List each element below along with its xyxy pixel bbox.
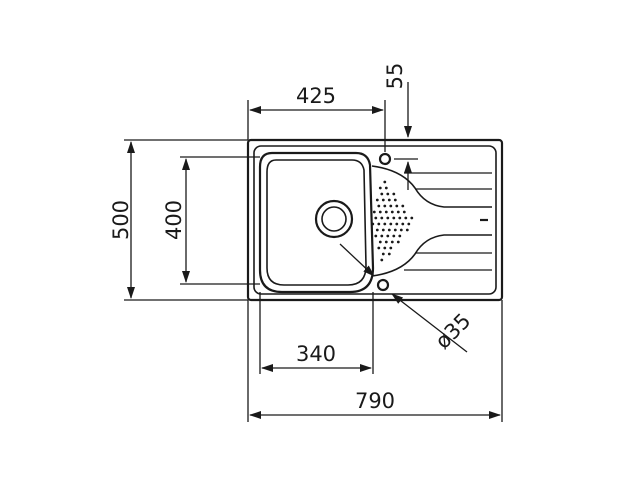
perforation-dot (407, 222, 411, 226)
overflow-hole (376, 278, 390, 292)
perforation-dot (393, 228, 397, 232)
tap-position-label: 425 (296, 84, 336, 108)
perforation-dot (393, 198, 397, 202)
perforation-dot (378, 186, 382, 190)
perforation-dot (389, 204, 393, 208)
hole-diameter-label: ø35 (431, 309, 476, 354)
bowl-depth-label: 400 (162, 200, 186, 240)
perforation-dot (378, 210, 382, 214)
perforation-dot (381, 198, 385, 202)
perforation-dot (377, 204, 381, 208)
dimension-tap-position: 425 (247, 84, 386, 152)
perforation-dot (396, 240, 400, 244)
perforation-dot (374, 234, 378, 238)
perforation-dot (375, 198, 379, 202)
perforation-dot (404, 216, 408, 220)
perforation-dot (380, 258, 384, 262)
perforation-dot (380, 192, 384, 196)
dimension-overall-depth: 500 (109, 139, 248, 301)
perforation-dot (372, 210, 376, 214)
perforation-dot (387, 228, 391, 232)
perforation-dot (405, 228, 409, 232)
perforation-dot (380, 216, 384, 220)
perforation-dot (374, 216, 378, 220)
bowl-width-label: 340 (296, 342, 336, 366)
perforation-dot (381, 252, 385, 256)
dimension-bowl-depth: 400 (162, 156, 260, 285)
perforation-dot (387, 252, 391, 256)
perforation-dot (383, 222, 387, 226)
drainer-perforations (371, 180, 414, 262)
perforation-dot (387, 198, 391, 202)
sink-outline (246, 138, 504, 302)
perforation-dot (401, 222, 405, 226)
dimension-overall-width: 790 (247, 300, 503, 422)
perforation-dot (396, 210, 400, 214)
perforation-dot (375, 228, 379, 232)
tap-offset-label: 55 (383, 63, 407, 90)
perforation-dot (383, 204, 387, 208)
perforation-dot (380, 234, 384, 238)
drainer-board (371, 165, 492, 277)
perforation-dot (384, 240, 388, 244)
perforation-dot (398, 216, 402, 220)
perforation-dot (392, 192, 396, 196)
perforation-dot (384, 186, 388, 190)
perforation-dot (386, 216, 390, 220)
perforation-dot (377, 222, 381, 226)
perforation-dot (384, 210, 388, 214)
perforation-dot (371, 222, 375, 226)
perforation-dot (402, 210, 406, 214)
perforation-dot (390, 240, 394, 244)
overall-depth-label: 500 (109, 200, 133, 240)
perforation-dot (381, 228, 385, 232)
drain (314, 199, 354, 239)
dimension-hole-diameter: ø35 (339, 243, 476, 354)
tap-hole (378, 152, 418, 166)
perforation-dot (377, 246, 381, 250)
perforation-dot (389, 222, 393, 226)
perforation-dot (383, 246, 387, 250)
dimension-tap-offset: 55 (383, 63, 412, 190)
perforation-dot (378, 240, 382, 244)
perforation-dot (390, 210, 394, 214)
perforation-dot (386, 192, 390, 196)
sink-bowl (258, 151, 375, 294)
dimension-bowl-width: 340 (259, 292, 374, 374)
overall-width-label: 790 (355, 389, 395, 413)
perforation-dot (392, 216, 396, 220)
perforation-dot (398, 234, 402, 238)
perforation-dot (410, 216, 414, 220)
perforation-dot (395, 222, 399, 226)
perforation-dot (383, 180, 387, 184)
perforation-dot (389, 246, 393, 250)
perforation-dot (399, 228, 403, 232)
perforation-dot (386, 234, 390, 238)
perforation-dot (395, 204, 399, 208)
perforation-dot (401, 204, 405, 208)
perforation-dot (392, 234, 396, 238)
